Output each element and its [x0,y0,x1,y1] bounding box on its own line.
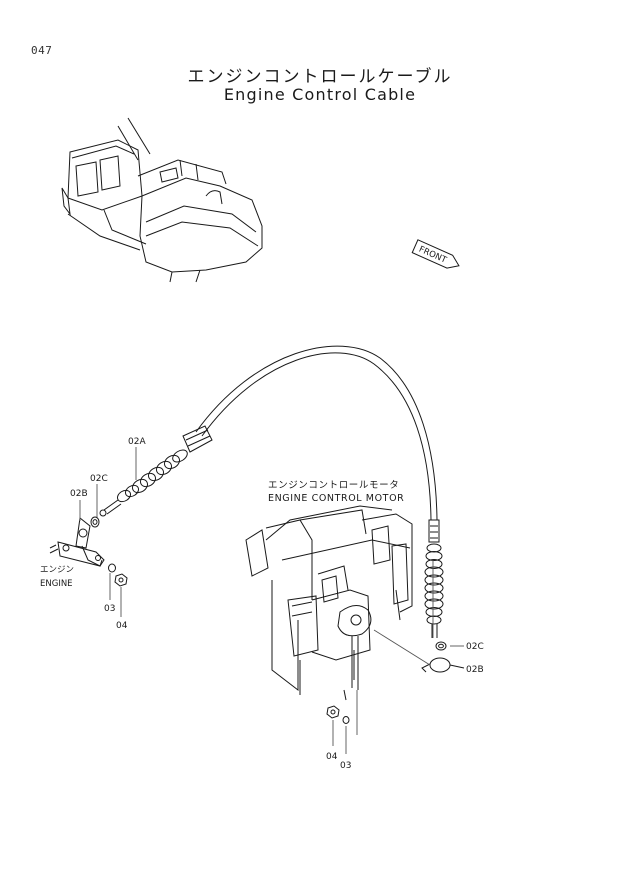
label-03-left: 03 [104,604,115,614]
engine-control-motor [245,505,413,701]
leader-lines-left [79,447,137,617]
front-marker-label: FRONT [417,245,448,266]
label-02b-left: 02B [70,489,88,499]
label-02b-right: 02B [466,665,484,675]
cable-end-right [424,519,444,638]
engine-label-ja: エンジン [40,565,74,575]
title-japanese: エンジンコントロールケーブル [187,67,453,87]
motor-hardware [326,690,358,754]
cable-end-02a-left [99,425,213,517]
label-02c-left: 02C [90,474,108,484]
label-03-right: 03 [340,761,351,771]
engine-control-motor-label-ja: エンジンコントロールモータ [268,480,399,491]
title-english: Engine Control Cable [223,85,417,104]
engine-label-en: ENGINE [40,579,73,589]
label-02c-right: 02C [466,642,484,652]
label-04-right: 04 [326,752,338,762]
page-number: 047 [31,44,53,57]
excavator-overview-illustration [61,117,263,283]
right-hardware [373,629,465,673]
front-direction-marker: FRONT [411,239,460,269]
engine-control-cable [195,345,438,521]
label-04-left: 04 [116,621,128,631]
label-02a: 02A [128,437,146,447]
engine-control-motor-label-en: ENGINE CONTROL MOTOR [268,493,404,504]
left-hardware [49,516,128,587]
